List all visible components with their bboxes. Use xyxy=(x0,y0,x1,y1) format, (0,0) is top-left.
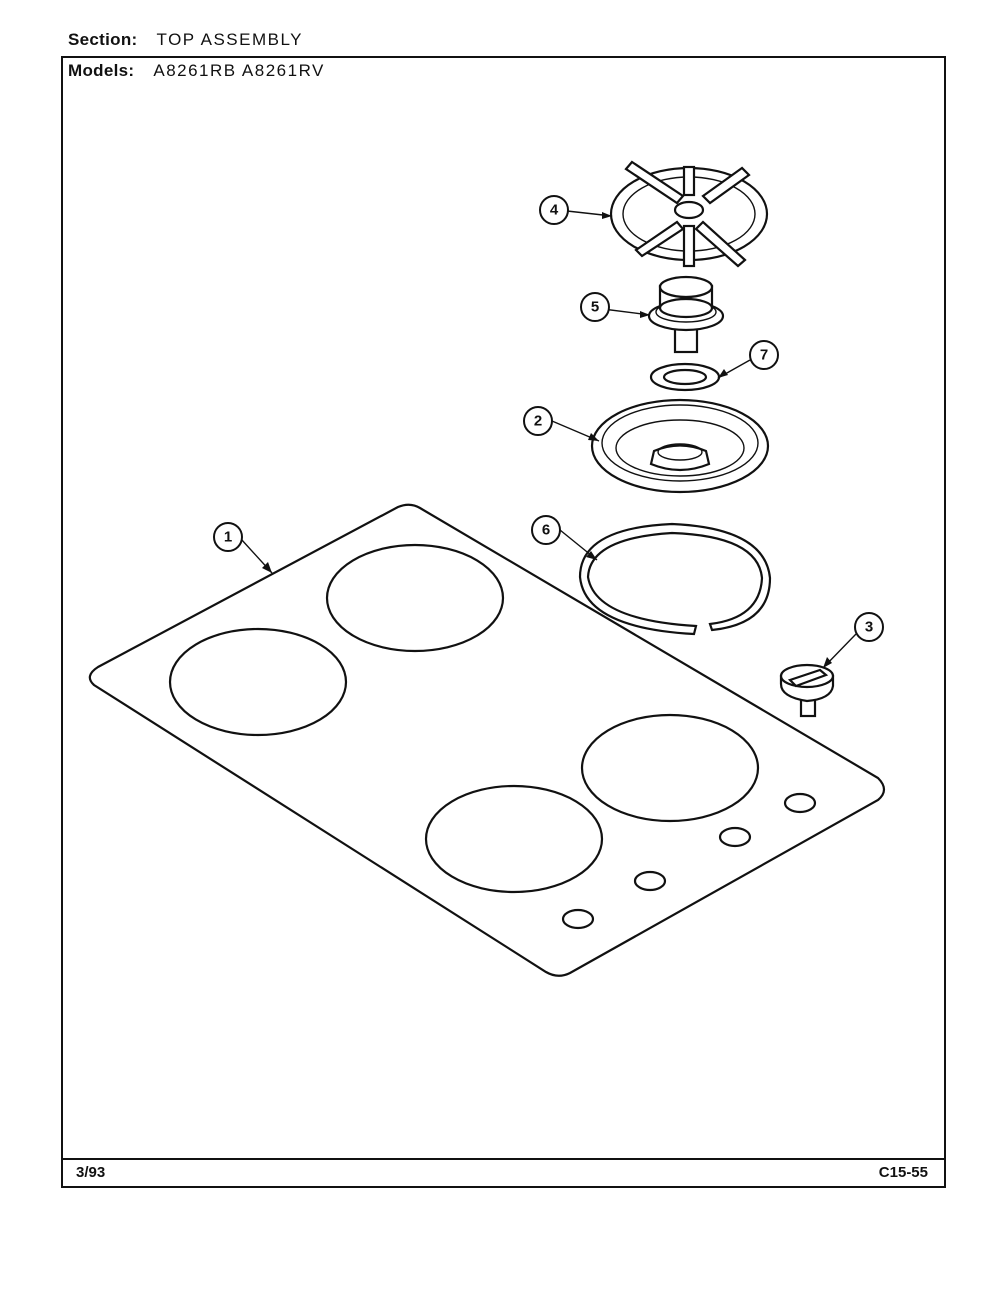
models-list: A8261RB A8261RV xyxy=(153,61,325,80)
knob-hole-4 xyxy=(783,792,817,814)
revision-date: 3/93 xyxy=(76,1164,106,1181)
knob-hole-3 xyxy=(718,826,752,848)
knob-hole-1 xyxy=(561,908,595,930)
burner-opening-front-left xyxy=(168,627,348,737)
section-header: Section: TOP ASSEMBLY xyxy=(68,30,303,50)
callout-6: 6 xyxy=(531,515,561,545)
callout-7: 7 xyxy=(749,340,779,370)
callout-6-label: 6 xyxy=(542,522,550,539)
callout-2: 2 xyxy=(523,406,553,436)
control-knob-part xyxy=(779,663,835,718)
section-label: Section: xyxy=(68,30,138,49)
cooktop-part xyxy=(88,503,886,977)
callout-4-label: 4 xyxy=(550,202,559,219)
burner-head-part xyxy=(647,275,725,354)
models-label: Models: xyxy=(68,61,135,80)
trim-ring-part xyxy=(578,522,772,636)
models-header: Models: A8261RB A8261RV xyxy=(68,61,325,81)
section-title: TOP ASSEMBLY xyxy=(156,30,304,49)
burner-washer-part xyxy=(649,362,721,392)
callout-5-label: 5 xyxy=(591,299,599,316)
drawing-frame xyxy=(61,56,946,1188)
callout-7-label: 7 xyxy=(760,347,768,364)
burner-opening-rear-left xyxy=(325,543,505,653)
page-reference: C15-55 xyxy=(878,1164,928,1181)
callout-3: 3 xyxy=(854,612,884,642)
callout-1-label: 1 xyxy=(224,529,232,546)
leader-arrowheads xyxy=(262,212,832,668)
callout-3-label: 3 xyxy=(865,619,873,636)
footer-divider xyxy=(61,1158,946,1160)
burner-opening-rear-right xyxy=(580,713,760,823)
callout-1: 1 xyxy=(213,522,243,552)
callout-5: 5 xyxy=(580,292,610,322)
burner-opening-front-right xyxy=(424,784,604,894)
burner-bowl-part xyxy=(590,398,770,494)
callout-2-label: 2 xyxy=(534,413,542,430)
knob-hole-2 xyxy=(633,870,667,892)
burner-grate-part xyxy=(609,160,769,268)
callout-4: 4 xyxy=(539,195,569,225)
